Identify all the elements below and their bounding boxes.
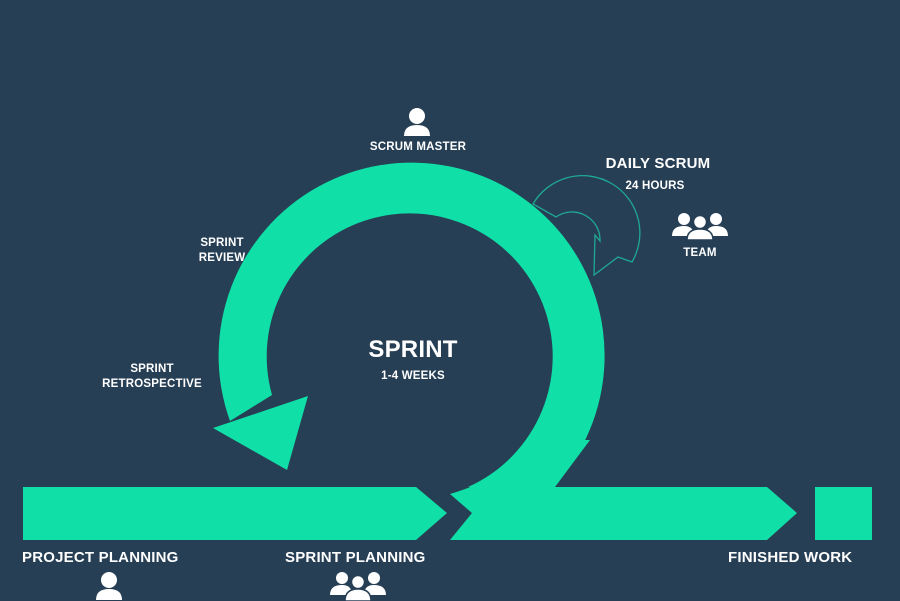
sprint-retrospective-label: SPRINT RETROSPECTIVE xyxy=(96,362,208,392)
sprint-planning-arrow xyxy=(450,440,797,540)
scrum-master-person-icon xyxy=(404,108,430,136)
sprint-duration: 1-4 WEEKS xyxy=(381,370,445,382)
sprint-loop-arrowhead xyxy=(213,396,308,470)
finished-work-label: FINISHED WORK xyxy=(728,549,853,566)
project-planning-label: PROJECT PLANNING xyxy=(22,549,179,566)
sprint-title: SPRINT xyxy=(368,336,458,363)
sprint-review-line-2: REVIEW xyxy=(198,252,246,264)
scrum-master-label: SCRUM MASTER xyxy=(369,141,467,153)
project-planning-arrow xyxy=(23,487,447,540)
sprint-planning-label: SPRINT PLANNING xyxy=(285,549,426,566)
daily-scrum-cycle-icon xyxy=(532,175,641,277)
sprint-review-label: SPRINT REVIEW xyxy=(186,236,258,266)
sprint-review-line-1: SPRINT xyxy=(200,237,244,249)
sprint-loop-ring xyxy=(218,162,605,487)
sprint-retrospective-line-2: RETROSPECTIVE xyxy=(102,378,202,390)
team-label: TEAM xyxy=(683,247,717,259)
daily-scrum-title: DAILY SCRUM xyxy=(605,155,711,172)
daily-scrum-duration: 24 HOURS xyxy=(625,180,685,192)
project-planning-person-icon xyxy=(96,572,122,600)
finished-work-block xyxy=(815,487,872,540)
sprint-retrospective-line-1: SPRINT xyxy=(130,363,174,375)
sprint-planning-group-icon xyxy=(330,572,386,601)
team-group-icon xyxy=(672,213,728,240)
